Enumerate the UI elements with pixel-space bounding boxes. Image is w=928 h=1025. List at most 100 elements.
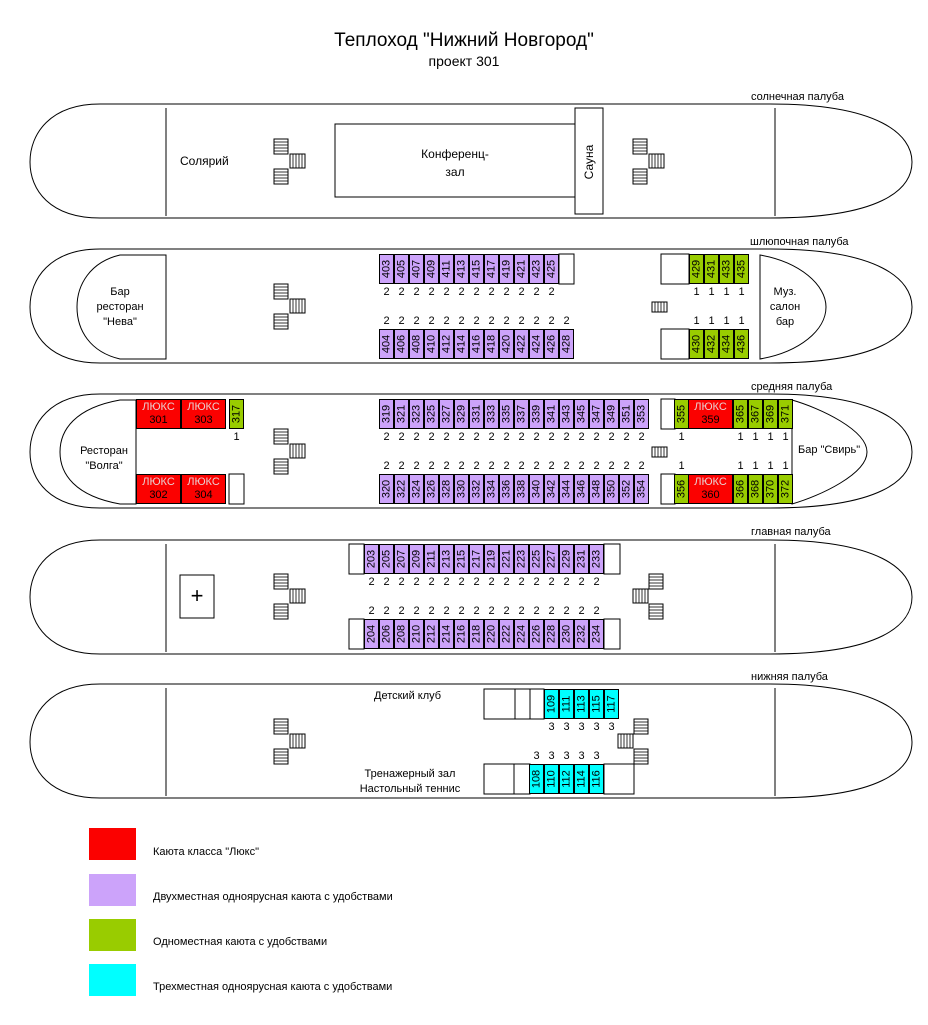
cabin-419[interactable]: 419 (499, 254, 514, 284)
cabin-205[interactable]: 205 (379, 544, 394, 574)
cabin-229[interactable]: 229 (559, 544, 574, 574)
cabin-416[interactable]: 416 (469, 329, 484, 359)
cabin-368[interactable]: 368 (748, 474, 763, 504)
cabin-330[interactable]: 330 (454, 474, 469, 504)
cabin-344[interactable]: 344 (559, 474, 574, 504)
cabin-371[interactable]: 371 (778, 399, 793, 429)
cabin-335[interactable]: 335 (499, 399, 514, 429)
cabin-431[interactable]: 431 (704, 254, 719, 284)
cabin-327[interactable]: 327 (439, 399, 454, 429)
cabin-328[interactable]: 328 (439, 474, 454, 504)
cabin-365[interactable]: 365 (733, 399, 748, 429)
cabin-366[interactable]: 366 (733, 474, 748, 504)
cabin-372[interactable]: 372 (778, 474, 793, 504)
cabin-211[interactable]: 211 (424, 544, 439, 574)
cabin-436[interactable]: 436 (734, 329, 749, 359)
cabin-349[interactable]: 349 (604, 399, 619, 429)
cabin-404[interactable]: 404 (379, 329, 394, 359)
cabin-111[interactable]: 111 (559, 689, 574, 719)
cabin-116[interactable]: 116 (589, 764, 604, 794)
cabin-326[interactable]: 326 (424, 474, 439, 504)
cabin-333[interactable]: 333 (484, 399, 499, 429)
cabin-353[interactable]: 353 (634, 399, 649, 429)
cabin-341[interactable]: 341 (544, 399, 559, 429)
cabin-322[interactable]: 322 (394, 474, 409, 504)
cabin-422[interactable]: 422 (514, 329, 529, 359)
cabin-345[interactable]: 345 (574, 399, 589, 429)
cabin-350[interactable]: 350 (604, 474, 619, 504)
cabin-354[interactable]: 354 (634, 474, 649, 504)
cabin-414[interactable]: 414 (454, 329, 469, 359)
cabin-339[interactable]: 339 (529, 399, 544, 429)
cabin-113[interactable]: 113 (574, 689, 589, 719)
cabin-232[interactable]: 232 (574, 619, 589, 649)
cabin-228[interactable]: 228 (544, 619, 559, 649)
cabin-340[interactable]: 340 (529, 474, 544, 504)
cabin-343[interactable]: 343 (559, 399, 574, 429)
cabin-352[interactable]: 352 (619, 474, 634, 504)
cabin-423[interactable]: 423 (529, 254, 544, 284)
cabin-117[interactable]: 117 (604, 689, 619, 719)
cabin-320[interactable]: 320 (379, 474, 394, 504)
cabin-429[interactable]: 429 (689, 254, 704, 284)
cabin-425[interactable]: 425 (544, 254, 559, 284)
cabin-428[interactable]: 428 (559, 329, 574, 359)
cabin-317[interactable]: 317 (229, 399, 244, 429)
cabin-321[interactable]: 321 (394, 399, 409, 429)
cabin-112[interactable]: 112 (559, 764, 574, 794)
cabin-426[interactable]: 426 (544, 329, 559, 359)
cabin-114[interactable]: 114 (574, 764, 589, 794)
cabin-206[interactable]: 206 (379, 619, 394, 649)
cabin-411[interactable]: 411 (439, 254, 454, 284)
cabin-231[interactable]: 231 (574, 544, 589, 574)
cabin-408[interactable]: 408 (409, 329, 424, 359)
cabin-347[interactable]: 347 (589, 399, 604, 429)
cabin-331[interactable]: 331 (469, 399, 484, 429)
cabin-424[interactable]: 424 (529, 329, 544, 359)
cabin-109[interactable]: 109 (544, 689, 559, 719)
cabin-405[interactable]: 405 (394, 254, 409, 284)
cabin-370[interactable]: 370 (763, 474, 778, 504)
cabin-233[interactable]: 233 (589, 544, 604, 574)
cabin-356[interactable]: 356 (674, 474, 689, 504)
cabin-420[interactable]: 420 (499, 329, 514, 359)
cabin-203[interactable]: 203 (364, 544, 379, 574)
cabin-212[interactable]: 212 (424, 619, 439, 649)
cabin-217[interactable]: 217 (469, 544, 484, 574)
cabin-115[interactable]: 115 (589, 689, 604, 719)
cabin-223[interactable]: 223 (514, 544, 529, 574)
cabin-213[interactable]: 213 (439, 544, 454, 574)
cabin-338[interactable]: 338 (514, 474, 529, 504)
cabin-219[interactable]: 219 (484, 544, 499, 574)
cabin-209[interactable]: 209 (409, 544, 424, 574)
cabin-342[interactable]: 342 (544, 474, 559, 504)
cabin-421[interactable]: 421 (514, 254, 529, 284)
cabin-208[interactable]: 208 (394, 619, 409, 649)
cabin-234[interactable]: 234 (589, 619, 604, 649)
cabin-403[interactable]: 403 (379, 254, 394, 284)
cabin-334[interactable]: 334 (484, 474, 499, 504)
cabin-329[interactable]: 329 (454, 399, 469, 429)
cabin-224[interactable]: 224 (514, 619, 529, 649)
cabin-222[interactable]: 222 (499, 619, 514, 649)
cabin-432[interactable]: 432 (704, 329, 719, 359)
cabin-433[interactable]: 433 (719, 254, 734, 284)
cabin-337[interactable]: 337 (514, 399, 529, 429)
cabin-324[interactable]: 324 (409, 474, 424, 504)
cabin-110[interactable]: 110 (544, 764, 559, 794)
cabin-346[interactable]: 346 (574, 474, 589, 504)
cabin-221[interactable]: 221 (499, 544, 514, 574)
cabin-430[interactable]: 430 (689, 329, 704, 359)
cabin-355[interactable]: 355 (674, 399, 689, 429)
cabin-417[interactable]: 417 (484, 254, 499, 284)
cabin-214[interactable]: 214 (439, 619, 454, 649)
cabin-210[interactable]: 210 (409, 619, 424, 649)
cabin-336[interactable]: 336 (499, 474, 514, 504)
cabin-215[interactable]: 215 (454, 544, 469, 574)
cabin-332[interactable]: 332 (469, 474, 484, 504)
cabin-413[interactable]: 413 (454, 254, 469, 284)
